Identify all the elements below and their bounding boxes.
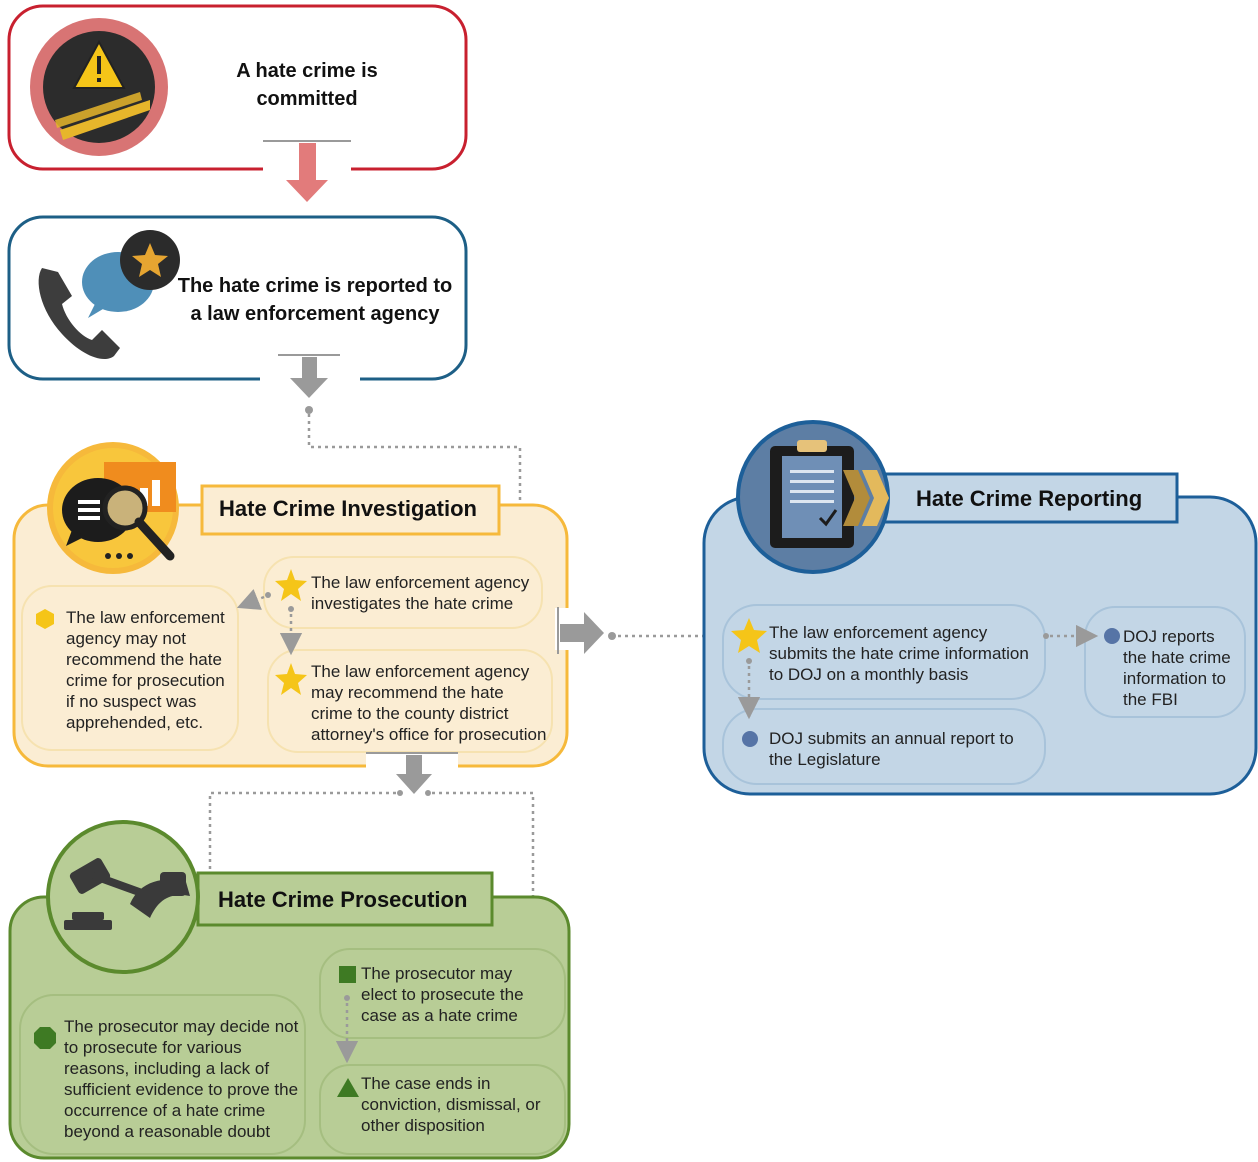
prosecution-item-1-octagon-marker: [34, 1027, 56, 1049]
clipboard-icon: [736, 420, 890, 574]
prosecution-item-1-text: The prosecutor may decide not to prosecu…: [64, 1017, 299, 1141]
investigation-item-2-bubble: [21, 585, 239, 751]
investigation-item-1-star-marker: [275, 569, 307, 601]
gavel-handcuffs-icon: [46, 820, 200, 974]
investigation-to-no-recommend-connector: [236, 589, 265, 610]
prosecution-title: Hate Crime Prosecution: [218, 887, 468, 912]
reporting-right-dot: [1043, 633, 1049, 639]
investigation-item-2-text: The law enforcement agency may not recom…: [66, 608, 225, 732]
prosecution-item-2-text: The prosecutor may elect to prosecute th…: [361, 964, 524, 1025]
prosecution-down-dot: [344, 995, 350, 1001]
reporting-title: Hate Crime Reporting: [916, 486, 1143, 511]
investigation-item-3-star-marker: [275, 663, 307, 695]
reporting-header-bar: [878, 472, 1179, 524]
prosecution-item-3-bubble: [319, 1064, 566, 1155]
investigation-item-1-bubble: [263, 556, 543, 629]
investigation-down-dot: [288, 606, 294, 612]
investigation-item-2-hexagon-marker: [36, 609, 54, 629]
investigation-item-3-text: The law enforcement agency may recommend…: [311, 662, 547, 744]
prosecution-left-split-dot: [397, 790, 403, 796]
reporting-item-1-text: The law enforcement agency submits the h…: [769, 623, 1029, 684]
committed-label: A hate crime is committed: [236, 60, 378, 110]
phone-speech-badge-icon: [38, 230, 180, 360]
prosecution-right-split-dot: [425, 790, 431, 796]
investigation-right-dot: [608, 632, 616, 640]
investigation-bottom-arrow: [396, 755, 432, 794]
prosecution-item-2-bubble: [319, 948, 566, 1039]
reported-connector-dot: [305, 406, 313, 414]
reporting-item-2-bubble: [1084, 606, 1246, 718]
prosecution-item-2-square-marker: [339, 966, 356, 983]
reporting-item-3-text: DOJ submits an annual report to the Legi…: [769, 729, 1014, 769]
reporting-item-1-bubble: [722, 604, 1046, 700]
investigation-header-bar: [200, 484, 501, 536]
warning-crime-scene-icon: [30, 18, 168, 156]
investigation-right-arrow: [560, 612, 604, 654]
reporting-item-3-circle-marker: [742, 731, 758, 747]
prosecution-item-3-text: The case ends in conviction, dismissal, …: [361, 1074, 541, 1135]
reported-down-arrow: [290, 357, 328, 398]
prosecution-item-1-bubble: [19, 994, 306, 1155]
reported-to-investigation-connector: [307, 414, 532, 539]
reporting-item-2-text: DOJ reports the hate crime information t…: [1123, 627, 1231, 709]
prosecution-header-bar: [196, 871, 494, 927]
investigation-branch-dot: [265, 592, 271, 598]
committed-down-arrow: [286, 143, 328, 202]
reporting-item-2-circle-marker: [1104, 628, 1120, 644]
reported-label: The hate crime is reported to a law enfo…: [177, 275, 453, 325]
magnifier-chat-icon: [47, 442, 179, 574]
reporting-item-3-bubble: [722, 708, 1046, 785]
reporting-item-1-star-marker: [731, 618, 767, 653]
prosecution-item-3-triangle-marker: [337, 1078, 359, 1097]
investigation-title: Hate Crime Investigation: [219, 496, 477, 521]
investigation-to-prosecution-connector: [432, 791, 545, 936]
investigation-item-1-text: The law enforcement agency investigates …: [311, 573, 530, 613]
reporting-down-dot: [746, 658, 752, 664]
